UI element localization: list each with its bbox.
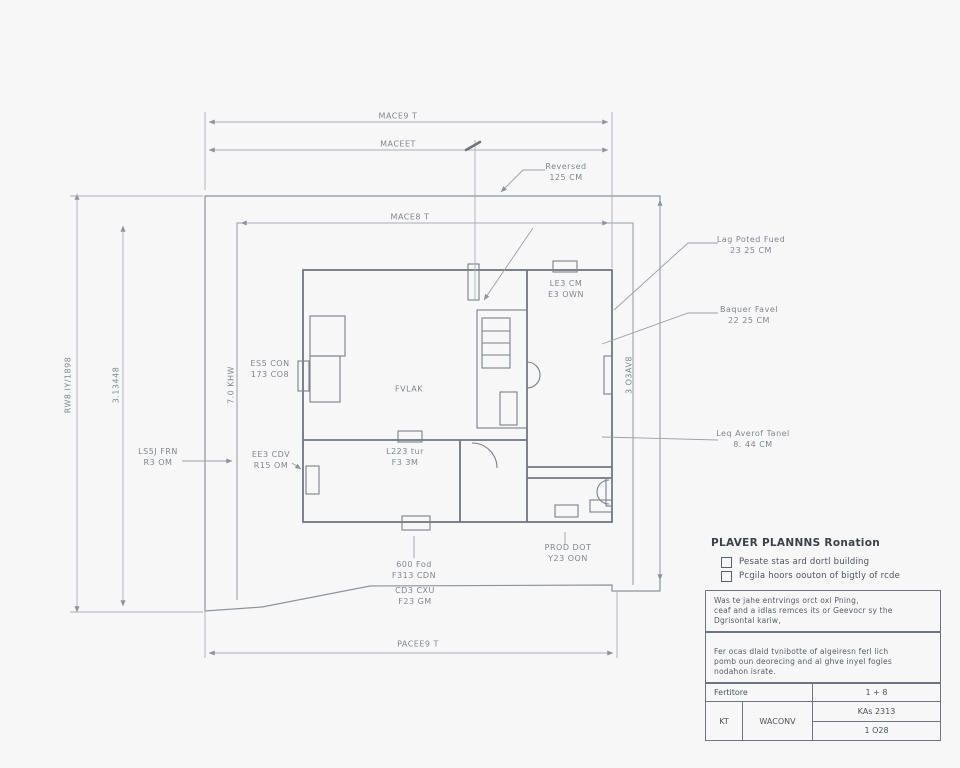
annotation-line: 173 CO8 — [250, 369, 290, 379]
annotation-line: Baquer Favel — [720, 305, 778, 314]
dim-label-bottom: PACEE9 T — [397, 639, 439, 649]
table-cell-value: 1 + 8 — [865, 688, 888, 697]
annotation-line: Reversed — [545, 162, 587, 171]
annotation-right-3: Leq Averof Tanel 8. 44 CM — [716, 429, 790, 450]
annotation-bottom-2: CD3 CXU F23 GM — [395, 586, 435, 607]
annotation-right-2: Baquer Favel 22 25 CM — [720, 305, 778, 326]
annotation-line: EE3 CDV — [251, 450, 291, 459]
site-boundary — [204, 195, 661, 612]
table-cell-initials: KT — [706, 702, 743, 740]
annotation-bottom-1: 600 Fod F313 CDN — [392, 560, 436, 581]
legend-row-2: Pcgila hoors oouton of bigtly of rcde — [721, 571, 900, 582]
table-cell-label: Fertitore — [706, 684, 813, 701]
annotation-yard-upper: ES5 CON 173 CO8 — [250, 359, 289, 380]
titleblock-table: Fertitore 1 + 8 KT WACONV KAs 2313 1 O28 — [705, 683, 941, 741]
room-label-main: FVLAK — [395, 384, 423, 394]
dim-label-right: 3 O3AV8 — [624, 355, 634, 395]
annotation-line: Lag Poted Fued — [716, 235, 786, 244]
dim-label-left-inner: 3.13448 — [111, 366, 121, 404]
annotation-line: 23 25 CM — [730, 245, 772, 255]
annotation-line: E3 OWN — [548, 289, 584, 299]
checkbox-icon — [721, 557, 732, 568]
annotation-line: 600 Fod — [396, 560, 432, 569]
house-walls — [302, 269, 613, 523]
dim-label-left-outer: RW8.IY/1898 — [63, 356, 73, 414]
table-row: KT WACONV KAs 2313 1 O28 — [706, 702, 940, 740]
annotation-line: Leq Averof Tanel — [716, 429, 790, 438]
annotation-yard-lower: EE3 CDV R15 OM — [252, 450, 290, 471]
legend-row-1: Pesate stas ard dortl building — [721, 557, 869, 568]
checkbox-label: Pesate stas ard dortl building — [739, 557, 870, 567]
note-line: Was te jahe entrvings orct oxl Pning, — [714, 596, 859, 605]
leader-lines — [182, 169, 719, 558]
annotation-left: LS5J FRN R3 OM — [138, 447, 178, 468]
annotation-line: LE3 CM — [549, 279, 583, 288]
annotation-line: F3 3M — [391, 457, 419, 467]
annotation-right-1: Lag Poted Fued 23 25 CM — [717, 235, 785, 256]
titleblock-heading: PLAVER PLANNNS Ronation — [711, 537, 880, 549]
note-line: nodahon israte. — [714, 667, 776, 676]
dim-label-yard-left: 7.0 KHW — [226, 366, 236, 404]
annotation-reversed: Reversed 125 CM — [545, 162, 586, 183]
dim-label-top-inner: MACEET — [380, 139, 416, 149]
room-label-bottom-left: L223 tur F3 3M — [386, 447, 424, 468]
annotation-line: R15 OM — [253, 460, 289, 470]
table-cell-sheet: 1 O28 — [864, 726, 889, 736]
annotation-line: L223 tur — [386, 447, 424, 456]
annotation-line: LS5J FRN — [138, 447, 178, 456]
notes-box-2: Fer ocas dlaid tvnibotte of algeiresn fe… — [705, 632, 941, 683]
room-label-top-right: LE3 CM E3 OWN — [548, 279, 584, 300]
interior-fixtures — [297, 260, 613, 531]
dim-label-fence-top: MACE8 T — [390, 212, 430, 222]
notes-box-1: Was te jahe entrvings orct oxl Pning, ce… — [705, 590, 941, 632]
annotation-prod: PROD DOT Y23 OON — [545, 543, 592, 564]
table-cell-group: KAs 2313 1 O28 — [813, 702, 940, 740]
annotation-line: R3 OM — [143, 457, 173, 467]
annotation-line: 22 25 CM — [728, 315, 770, 325]
note-line: Dgrisontal kariw, — [714, 616, 781, 625]
dim-label-top-outer: MACE9 T — [378, 111, 418, 121]
note-line: pomb oun deorecing and al ghve inyel fog… — [714, 657, 892, 666]
annotation-line: 125 CM — [549, 172, 583, 182]
annotation-line: ES5 CON — [250, 359, 290, 368]
note-line: Fer ocas dlaid tvnibotte of algeiresn fe… — [714, 647, 889, 656]
annotation-line: Y23 OON — [548, 553, 588, 563]
checkbox-icon — [721, 571, 732, 582]
annotation-line: PROD DOT — [544, 543, 592, 552]
annotation-line: F23 GM — [398, 596, 432, 606]
table-cell-date: KAs 2313 — [813, 702, 940, 722]
annotation-line: CD3 CXU — [395, 586, 435, 595]
checkbox-label: Pcgila hoors oouton of bigtly of rcde — [739, 571, 901, 581]
note-line: ceaf and a idlas remces its or Geevocr s… — [714, 606, 893, 615]
table-row: Fertitore 1 + 8 — [706, 684, 940, 702]
table-cell-name: WACONV — [743, 702, 813, 740]
annotation-line: F313 CDN — [391, 570, 437, 580]
annotation-line: 8. 44 CM — [733, 439, 773, 449]
dimension-lines — [70, 112, 663, 658]
